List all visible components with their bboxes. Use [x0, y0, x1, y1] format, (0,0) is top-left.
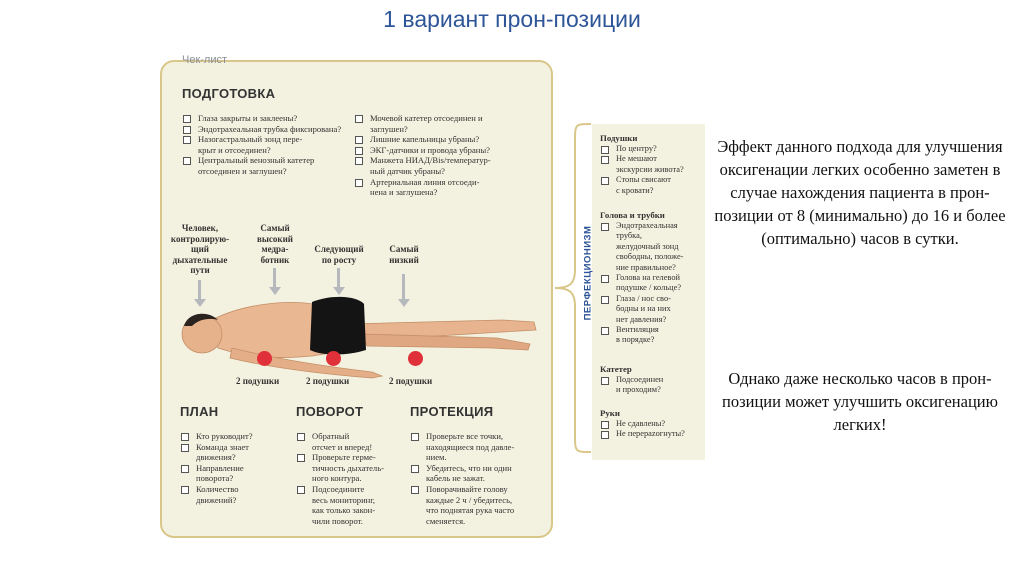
preparation-title: ПОДГОТОВКА	[182, 86, 276, 101]
list-item: кабель не зажат.	[426, 473, 485, 484]
catheter-heading: Катетер	[600, 364, 632, 374]
pillow-label: 2 подушки	[389, 376, 433, 386]
list-item: Голова на гелевой	[600, 273, 706, 284]
protection-title: ПРОТЕКЦИЯ	[410, 404, 494, 419]
slide-title: 1 вариант прон-позиции	[383, 6, 641, 32]
list-item: Эндотрахеальная трубка фиксирована?	[182, 124, 352, 135]
list-item: бодны и на них	[616, 304, 671, 314]
list-item: экскурсии живота?	[616, 164, 684, 174]
list-item: Команда знает	[180, 442, 290, 453]
list-item: что поднятая рука часто	[426, 505, 515, 516]
plan-list: Кто руководит? Команда знает движения? Н…	[180, 431, 290, 505]
catheter-list: Подсоединен и проходим?	[600, 375, 706, 396]
list-item: отсчет и вперед!	[312, 441, 373, 452]
head-tubes-list: Эндотрахеальная трубка, желудочный зонд …	[600, 221, 706, 346]
plan-title: ПЛАН	[180, 404, 219, 419]
list-item: движения?	[196, 452, 236, 463]
list-item: трубка,	[616, 231, 642, 241]
list-item: нием.	[426, 452, 447, 463]
list-item: и проходим?	[616, 385, 661, 395]
list-item: Не перерazогнуты?	[600, 429, 706, 440]
pillow-label: 2 подушки	[236, 376, 280, 386]
preparation-right-list: Мочевой катетер отсоединен и заглушен? Л…	[354, 113, 526, 198]
head-tubes-heading: Голова и трубки	[600, 210, 665, 220]
list-item: ного контура.	[312, 473, 362, 484]
protection-list: Проверьте все точки, находящиеся под дав…	[410, 431, 548, 526]
list-item: ние правильное?	[616, 262, 676, 272]
list-item: Убедитесь, что ни один	[410, 463, 548, 474]
pillow-marker	[257, 351, 272, 366]
pillow-marker	[326, 351, 341, 366]
list-item: сменяется.	[426, 515, 466, 526]
list-item: весь мониторинг,	[312, 494, 375, 505]
list-item: Не мешают	[600, 154, 706, 165]
checklist-card: ПОДГОТОВКА Глаза закрыты и заклеены? Энд…	[160, 60, 553, 538]
list-item: подушке / кольце?	[616, 283, 682, 293]
list-item: в порядке?	[616, 335, 655, 345]
list-item: Манжета НИАД/Bis/температур-	[354, 155, 526, 166]
list-item: Глаза / нос сво-	[600, 294, 706, 305]
perfectionism-panel	[592, 124, 705, 460]
list-item: как только закон-	[312, 505, 376, 516]
effect-paragraph: Эффект данного подхода для улучшения окс…	[714, 137, 1006, 248]
list-item: находящиеся под давле-	[426, 441, 515, 452]
list-item: чили поворот.	[312, 515, 363, 526]
list-item: заглушен?	[370, 123, 408, 134]
list-item: Эндотрахеальная	[600, 221, 706, 232]
list-item: Не сдавлены?	[600, 419, 706, 430]
list-item: тичность дыхатель-	[312, 462, 384, 473]
list-item: движений?	[196, 494, 237, 505]
list-item: Направление	[180, 463, 290, 474]
list-item: Артериальная линия отсоеди-	[354, 177, 526, 188]
bracket-connector	[554, 123, 592, 453]
turn-list: Обратный отсчет и вперед! Проверьте герм…	[296, 431, 408, 526]
arms-list: Не сдавлены? Не перерazогнуты?	[600, 419, 706, 440]
list-item: свободны, положе-	[616, 252, 684, 262]
list-item: ЭКГ-датчики и провода убраны?	[354, 145, 526, 156]
list-item: Подсоединен	[600, 375, 706, 386]
list-item: Кто руководит?	[180, 431, 290, 442]
list-item: Центральный венозный катетер отсоединен …	[182, 155, 352, 176]
list-item: Проверьте герме-	[296, 452, 408, 463]
list-item: желудочный зонд	[616, 241, 679, 251]
list-item: Назогастральный зонд пере-	[182, 134, 352, 145]
list-item: нена и заглушена?	[370, 187, 438, 198]
list-item: Поворачивайте голову	[410, 484, 548, 495]
list-item: поворота?	[196, 473, 234, 484]
list-item: Подсоедините	[296, 484, 408, 495]
list-item: Лишние капельницы убраны?	[354, 134, 526, 145]
arrow-down-icon	[194, 280, 206, 308]
list-item: Вентиляция	[600, 325, 706, 336]
list-item: Количество	[180, 484, 290, 495]
perfectionism-label: ПЕРФЕКЦИОНИЗМ	[582, 225, 594, 321]
pillows-list: По центру? Не мешают экскурсии живота? С…	[600, 144, 706, 196]
list-item: с кровати?	[616, 185, 654, 195]
turn-title: ПОВОРОТ	[296, 404, 364, 419]
list-item: По центру?	[600, 144, 706, 155]
arrow-down-icon	[398, 274, 410, 308]
list-item: крыт и отсоединен?	[198, 144, 271, 155]
arms-heading: Руки	[600, 408, 620, 418]
arrow-down-icon	[269, 268, 281, 296]
list-item: Проверьте все точки,	[410, 431, 548, 442]
checklist-label: Чек-лист	[182, 54, 228, 66]
preparation-left-list: Глаза закрыты и заклеены? Эндотрахеальна…	[182, 113, 352, 177]
pillow-label: 2 подушки	[306, 376, 350, 386]
list-item: Стопы свисают	[600, 175, 706, 186]
list-item: Обратный	[296, 431, 408, 442]
pillow-marker	[408, 351, 423, 366]
arrow-down-icon	[333, 268, 345, 296]
list-item: Глаза закрыты и заклеены?	[182, 113, 352, 124]
pillows-heading: Подушки	[600, 133, 638, 143]
list-item: Мочевой катетер отсоединен и	[354, 113, 526, 124]
list-item: каждые 2 ч / убедитесь,	[426, 494, 513, 505]
list-item: нет давления?	[616, 314, 667, 324]
hours-paragraph: Однако даже несколько часов в прон-позиц…	[722, 369, 998, 434]
prone-patient-illustration	[181, 296, 537, 379]
list-item: ный датчик убраны?	[370, 165, 445, 176]
